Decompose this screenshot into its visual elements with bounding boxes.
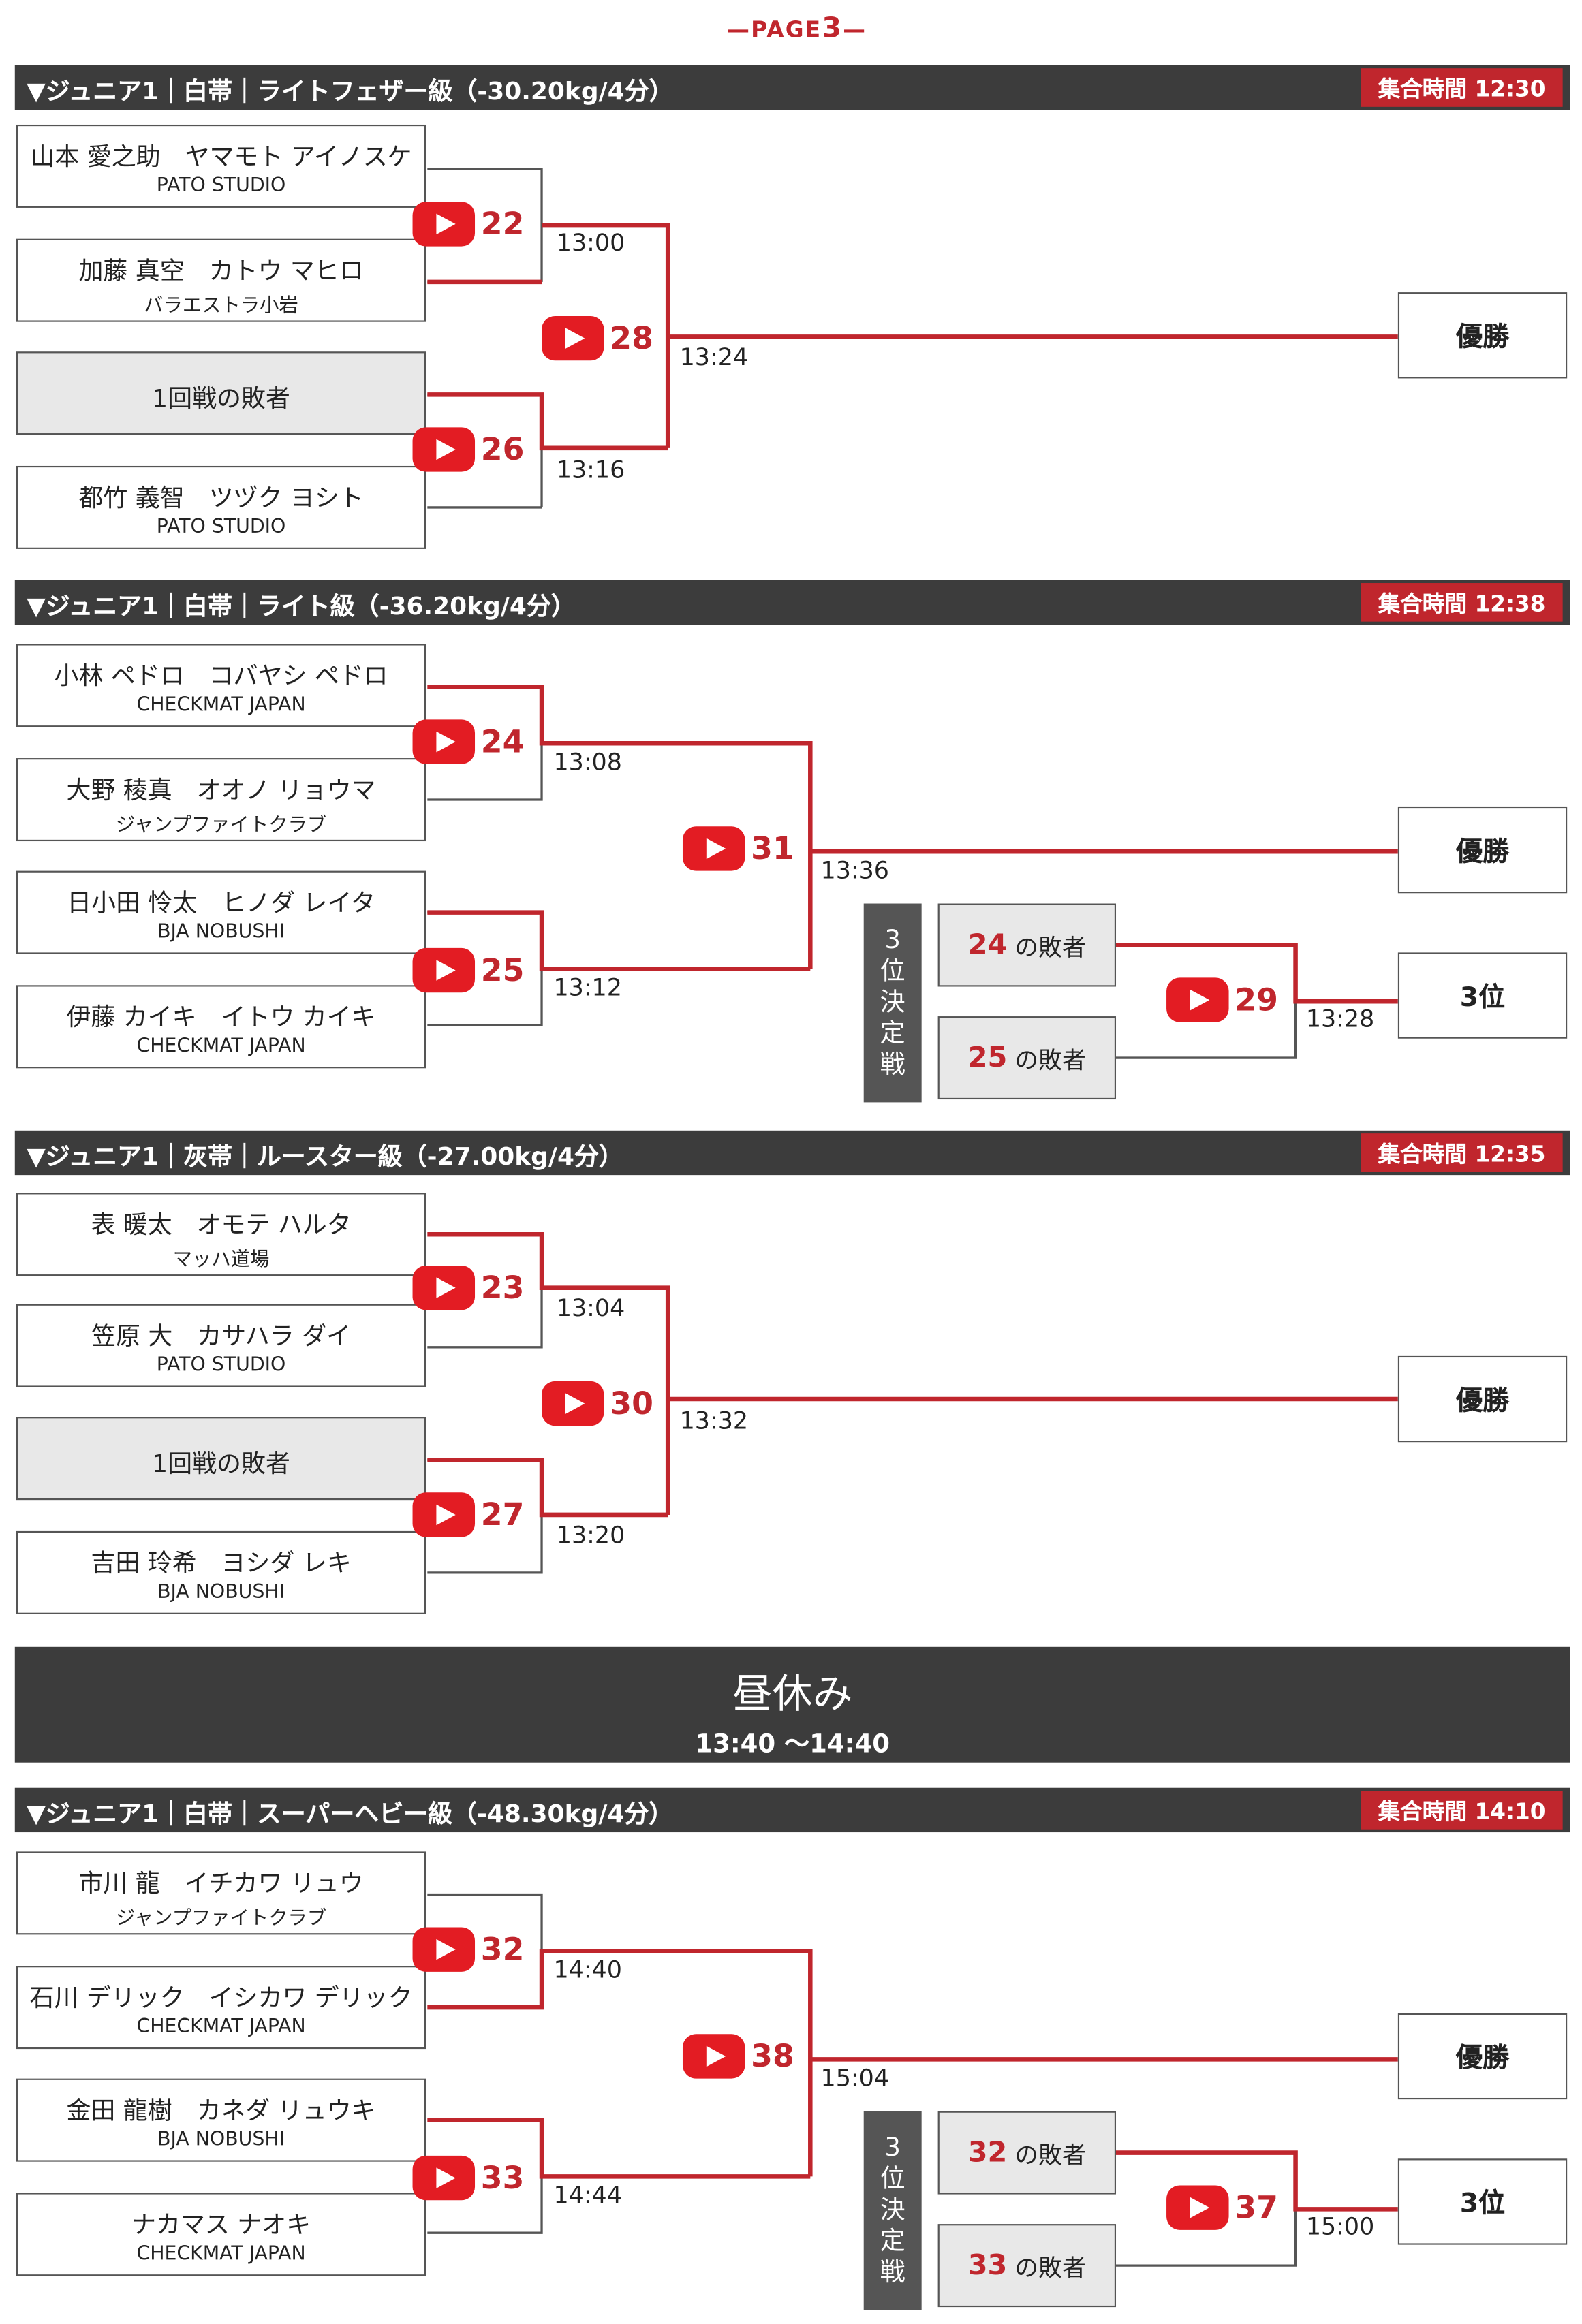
match-24[interactable]: 24: [412, 719, 524, 764]
player-card: 都竹 義智 ツヅク ヨシト PATO STUDIO: [16, 465, 426, 549]
gather-time-badge: 集合時間 14:10: [1361, 1791, 1563, 1830]
youtube-play-icon[interactable]: [1166, 2185, 1229, 2230]
section-header: ▼ジュニア1｜白帯｜スーパーヘビー級（-48.30kg/4分） 集合時間 14:…: [14, 1787, 1570, 1833]
youtube-play-icon[interactable]: [412, 202, 476, 247]
player-card: 石川 デリック イシカワ デリック CHECKMAT JAPAN: [16, 1966, 426, 2050]
match-time: 13:20: [556, 1520, 625, 1550]
youtube-play-icon[interactable]: [412, 947, 476, 993]
player-card: 表 暖太 オモテ ハルタ マッハ道場: [16, 1193, 426, 1276]
match-23[interactable]: 23: [412, 1266, 524, 1310]
player-card: 日小田 怜太 ヒノダ レイタ BJA NOBUSHI: [16, 870, 426, 954]
bracket-light-feather: ▼ジュニア1｜白帯｜ライトフェザー級（-30.20kg/4分） 集合時間 12:…: [0, 65, 1582, 555]
gather-time-badge: 集合時間 12:35: [1361, 1133, 1563, 1172]
player-card: 小林 ペドロ コバヤシ ペドロ CHECKMAT JAPAN: [16, 644, 426, 727]
match-28[interactable]: 28: [542, 315, 653, 361]
player-card: 加藤 真空 カトウ マヒロ バラエストラ小岩: [16, 238, 426, 322]
match-33[interactable]: 33: [412, 2155, 524, 2201]
youtube-play-icon[interactable]: [412, 427, 476, 472]
section-title: ▼ジュニア1｜白帯｜ライト級（-36.20kg/4分）: [27, 592, 576, 621]
section-title: ▼ジュニア1｜白帯｜ライトフェザー級（-30.20kg/4分）: [27, 77, 674, 106]
match-26[interactable]: 26: [412, 427, 524, 472]
match-time: 13:32: [679, 1406, 749, 1435]
bracket-lines: [427, 685, 1398, 1059]
match-time: 13:24: [679, 343, 749, 371]
match-31[interactable]: 31: [682, 826, 794, 871]
youtube-play-icon[interactable]: [412, 1492, 476, 1537]
champion-box: 優勝: [1397, 292, 1568, 379]
third-place-box: 3位: [1397, 952, 1568, 1039]
champion-box: 優勝: [1397, 2013, 1568, 2100]
section-title: ▼ジュニア1｜灰帯｜ルースター級（-27.00kg/4分）: [27, 1142, 623, 1171]
match-time: 15:04: [820, 2063, 889, 2092]
third-place-box: 3位: [1397, 2158, 1568, 2245]
player-card: 金田 龍樹 カネダ リュウキ BJA NOBUSHI: [16, 2078, 426, 2162]
player-card: 伊藤 カイキ イトウ カイキ CHECKMAT JAPAN: [16, 985, 426, 1069]
match-time: 13:28: [1305, 1004, 1375, 1033]
bracket-rooster: ▼ジュニア1｜灰帯｜ルースター級（-27.00kg/4分） 集合時間 12:35…: [0, 1130, 1582, 1620]
loser-slot: 1回戦の敗者: [16, 351, 426, 435]
bracket-lines: [427, 168, 1398, 509]
bracket-lines: [427, 1231, 1398, 1574]
youtube-play-icon[interactable]: [542, 1381, 604, 1426]
player-card: 山本 愛之助 ヤマモト アイノスケ PATO STUDIO: [16, 124, 426, 208]
lunch-title: 昼休み: [732, 1671, 853, 1718]
match-time: 14:44: [553, 2180, 622, 2210]
third-place-tag: 3 位 決 定 戦: [863, 903, 922, 1103]
youtube-play-icon[interactable]: [412, 1266, 476, 1310]
match-32[interactable]: 32: [412, 1927, 524, 1972]
bracket-lines: [427, 1893, 1398, 2267]
gather-time-badge: 集合時間 12:30: [1361, 68, 1563, 107]
match-37[interactable]: 37: [1166, 2185, 1278, 2230]
player-card: ナカマス ナオキ CHECKMAT JAPAN: [16, 2193, 426, 2276]
loser-slot: 1回戦の敗者: [16, 1417, 426, 1501]
youtube-play-icon[interactable]: [682, 2034, 745, 2079]
match-time: 13:36: [820, 855, 889, 885]
match-time: 13:08: [553, 747, 622, 776]
match-time: 15:00: [1305, 2212, 1375, 2241]
match-38[interactable]: 38: [682, 2034, 794, 2079]
section-header: ▼ジュニア1｜白帯｜ライト級（-36.20kg/4分） 集合時間 12:38: [14, 580, 1570, 625]
match-time: 14:40: [553, 1955, 622, 1984]
youtube-play-icon[interactable]: [682, 826, 745, 871]
player-card: 笠原 大 カサハラ ダイ PATO STUDIO: [16, 1304, 426, 1387]
match-time: 13:16: [556, 455, 625, 484]
match-29[interactable]: 29: [1166, 977, 1278, 1022]
player-card: 吉田 玲希 ヨシダ レキ BJA NOBUSHI: [16, 1530, 426, 1614]
section-header: ▼ジュニア1｜白帯｜ライトフェザー級（-30.20kg/4分） 集合時間 12:…: [14, 65, 1570, 110]
match-30[interactable]: 30: [542, 1381, 653, 1426]
section-title: ▼ジュニア1｜白帯｜スーパーヘビー級（-48.30kg/4分）: [27, 1800, 674, 1828]
player-card: 大野 稜真 オオノ リョウマ ジャンプファイトクラブ: [16, 758, 426, 842]
page-label: —PAGE3—: [727, 12, 867, 45]
youtube-play-icon[interactable]: [542, 315, 604, 361]
player-card: 市川 龍 イチカワ リュウ ジャンプファイトクラブ: [16, 1851, 426, 1935]
champion-box: 優勝: [1397, 806, 1568, 894]
bracket-light: ▼ジュニア1｜白帯｜ライト級（-36.20kg/4分） 集合時間 12:38 小…: [0, 580, 1582, 1107]
match-time: 13:04: [556, 1293, 625, 1322]
champion-box: 優勝: [1397, 1355, 1568, 1443]
gather-time-badge: 集合時間 12:38: [1361, 583, 1563, 622]
youtube-play-icon[interactable]: [412, 1927, 476, 1972]
youtube-play-icon[interactable]: [1166, 977, 1229, 1022]
lunch-break-banner: 昼休み 13:40 〜14:40: [14, 1646, 1570, 1763]
youtube-play-icon[interactable]: [412, 719, 476, 764]
bracket-super-heavy: ▼ジュニア1｜白帯｜スーパーヘビー級（-48.30kg/4分） 集合時間 14:…: [0, 1787, 1582, 2322]
third-place-tag: 3 位 決 定 戦: [863, 2111, 922, 2310]
match-25[interactable]: 25: [412, 947, 524, 993]
match-time: 13:12: [553, 973, 622, 1002]
section-header: ▼ジュニア1｜灰帯｜ルースター級（-27.00kg/4分） 集合時間 12:35: [14, 1130, 1570, 1176]
match-time: 13:00: [556, 228, 625, 257]
match-22[interactable]: 22: [412, 202, 524, 247]
youtube-play-icon[interactable]: [412, 2155, 476, 2201]
match-27[interactable]: 27: [412, 1492, 524, 1537]
lunch-time: 13:40 〜14:40: [695, 1729, 890, 1760]
